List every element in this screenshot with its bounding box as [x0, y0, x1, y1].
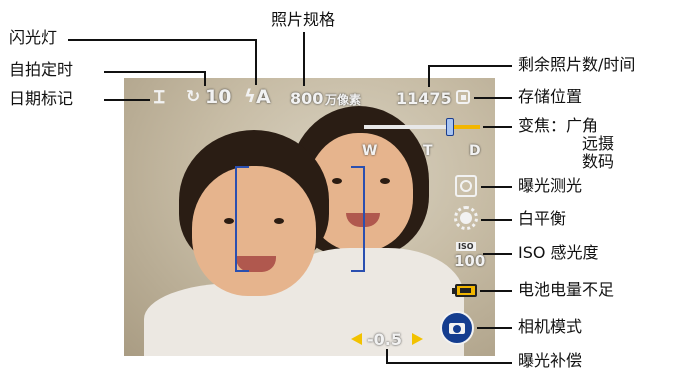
callout-zoom-tele: 远摄 [582, 134, 615, 153]
zoom-wide-label: W [362, 143, 378, 159]
callout-photo-size: 照片规格 [271, 10, 336, 29]
focus-bracket-left [235, 166, 249, 272]
flash-mode-value: A [256, 86, 271, 108]
photo-size-value: 800 [290, 89, 324, 108]
callout-remaining: 剩余照片数/时间 [518, 55, 636, 74]
remaining-count: 11475 [396, 89, 452, 108]
callout-exposure-comp: 曝光补偿 [518, 351, 583, 370]
iso-icon: ISO 100 [454, 242, 485, 272]
date-stamp-icon: Ꮖ [154, 88, 166, 108]
callout-self-timer: 自拍定时 [9, 60, 74, 79]
storage-icon [456, 90, 470, 104]
zoom-bar-optical [364, 125, 450, 129]
zoom-bar-digital [450, 125, 480, 129]
left-arrow-icon [351, 333, 362, 345]
callout-storage: 存储位置 [518, 87, 583, 106]
camera-lcd-preview [124, 78, 495, 356]
camera-mode-icon [440, 311, 474, 345]
callout-iso: ISO 感光度 [518, 243, 599, 262]
iso-label: ISO [456, 242, 476, 251]
white-balance-icon [454, 206, 478, 230]
self-timer-value: 10 [205, 86, 232, 108]
metering-icon [455, 175, 477, 197]
zoom-indicator [446, 118, 454, 136]
exposure-value: -0.5 [367, 330, 402, 349]
callout-flash: 闪光灯 [9, 28, 58, 47]
battery-low-icon [452, 284, 477, 297]
callout-zoom: 变焦：广角 [518, 116, 599, 135]
self-timer-icon: ↻ [186, 87, 201, 107]
flash-icon: ϟ [244, 86, 256, 107]
callout-white-balance: 白平衡 [518, 209, 567, 228]
callout-zoom-digital: 数码 [582, 152, 615, 171]
callout-metering: 曝光测光 [518, 176, 583, 195]
callout-camera-mode: 相机模式 [518, 317, 583, 336]
zoom-tele-label: T [423, 143, 433, 159]
iso-value: 100 [454, 252, 486, 270]
zoom-digital-label: D [469, 143, 481, 159]
callout-battery: 电池电量不足 [518, 280, 615, 299]
right-arrow-icon [412, 333, 423, 345]
focus-bracket-right [351, 166, 365, 272]
callout-date-stamp: 日期标记 [9, 89, 74, 108]
photo-size-unit: 万像素 [325, 93, 362, 107]
